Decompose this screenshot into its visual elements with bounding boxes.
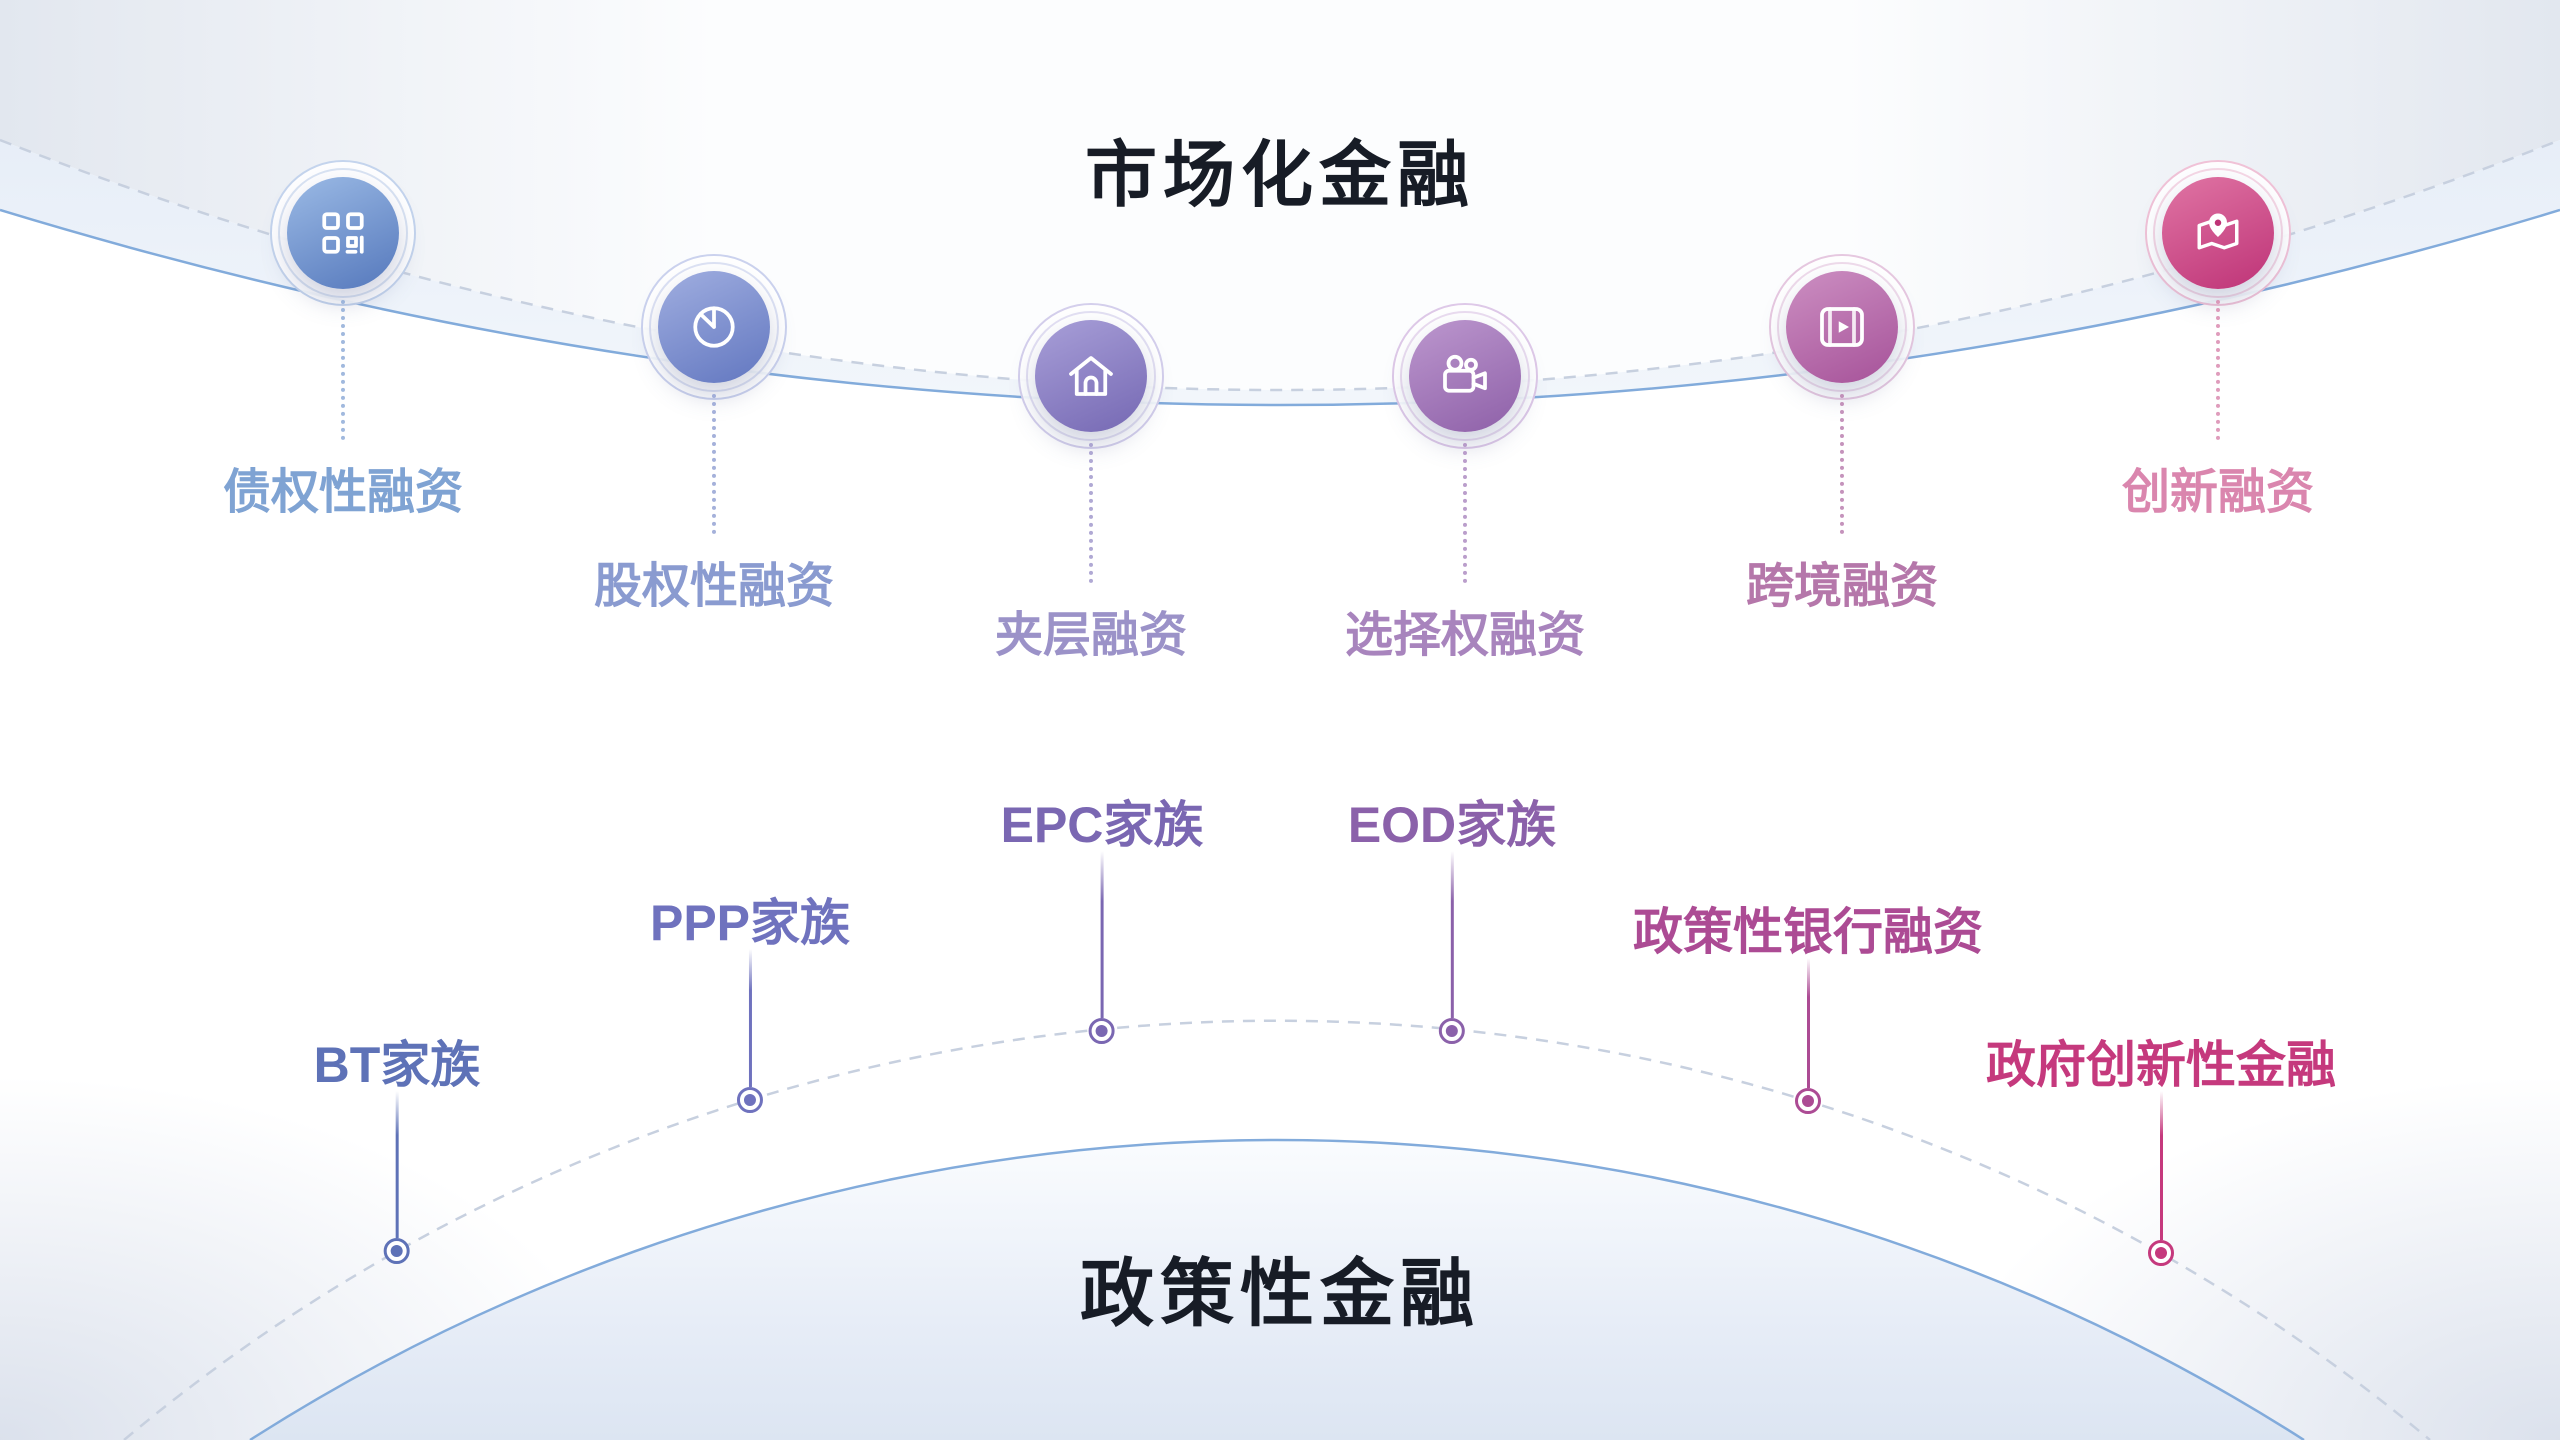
node-dot <box>2148 1240 2174 1266</box>
market-item-label: 选择权融资 <box>1344 609 1586 662</box>
badge-ring <box>1776 262 1907 392</box>
icon-badge <box>1017 303 1164 449</box>
film-play-icon <box>1785 271 1898 383</box>
node-dot <box>1795 1088 1821 1114</box>
node-dot <box>1438 1018 1465 1044</box>
icon-badge <box>640 254 787 400</box>
top-corner-shade <box>0 0 2560 390</box>
bottom-solid-arc <box>249 1138 2305 1440</box>
icon-badge <box>2144 160 2291 306</box>
badge-ring <box>277 168 408 298</box>
connector-line <box>1450 851 1454 1018</box>
market-finance-title: 市场化金融 <box>1084 136 1475 216</box>
node-dot-core <box>744 1094 756 1106</box>
market-item-label: 创新融资 <box>2121 466 2315 519</box>
connector-line <box>2159 1091 2163 1240</box>
badge-ring <box>1399 311 1530 441</box>
icon-badge <box>1768 254 1915 400</box>
policy-item-eod-family: EOD家族 <box>1348 791 1556 1044</box>
dotted-connector <box>1462 443 1467 583</box>
connector-line <box>748 949 752 1087</box>
dotted-connector <box>1088 443 1093 583</box>
market-item-debt-financing: 债权性融资 <box>223 160 463 522</box>
market-item-label: 跨境融资 <box>1745 560 1939 613</box>
map-pin-icon <box>2161 177 2274 289</box>
node-dot-core <box>1802 1095 1814 1107</box>
node-dot <box>737 1087 763 1113</box>
policy-item-label: EOD家族 <box>1347 797 1557 853</box>
market-item-option-financing: 选择权融资 <box>1345 303 1585 665</box>
market-item-label: 夹层融资 <box>994 609 1188 662</box>
policy-item-ppp-family: PPP家族 <box>650 889 850 1113</box>
market-item-innovative-financing: 创新融资 <box>2122 160 2314 522</box>
bottom-dashed-arc <box>123 1019 2431 1440</box>
icon-badge <box>269 160 416 306</box>
connector-line <box>1100 851 1104 1018</box>
pie-chart-icon <box>657 271 770 383</box>
node-dot-core <box>391 1245 403 1257</box>
movie-camera-icon <box>1408 320 1521 432</box>
top-band <box>0 140 2560 405</box>
market-item-cross-border-financing: 跨境融资 <box>1746 254 1938 616</box>
badge-ring <box>1025 311 1156 441</box>
node-dot-core <box>1096 1025 1108 1037</box>
policy-item-epc-family: EPC家族 <box>1000 791 1204 1044</box>
badge-ring <box>2152 168 2283 298</box>
dotted-connector <box>340 300 345 440</box>
connector-line <box>1806 958 1810 1088</box>
policy-item-label: 政策性银行融资 <box>1633 904 1983 960</box>
policy-item-label: BT家族 <box>313 1037 481 1093</box>
node-dot-core <box>1445 1025 1458 1037</box>
badge-ring <box>648 262 779 392</box>
policy-item-label: PPP家族 <box>649 895 851 951</box>
connector-line <box>395 1091 399 1238</box>
market-item-mezzanine-financing: 夹层融资 <box>995 303 1187 665</box>
market-item-label: 债权性融资 <box>222 466 464 519</box>
policy-finance-title: 政策性金融 <box>1080 1252 1480 1335</box>
bottom-bowl <box>250 1140 2304 1440</box>
policy-item-label: EPC家族 <box>1000 797 1204 853</box>
policy-item-label: 政府创新性金融 <box>1986 1037 2336 1093</box>
market-item-label: 股权性融资 <box>593 560 835 613</box>
qr-code-icon <box>286 177 399 289</box>
dotted-connector <box>711 394 716 534</box>
node-dot-core <box>2155 1247 2167 1259</box>
icon-badge <box>1391 303 1538 449</box>
market-item-equity-financing: 股权性融资 <box>594 254 834 616</box>
policy-item-policy-bank-financing: 政策性银行融资 <box>1633 898 1983 1114</box>
dotted-connector <box>1839 394 1844 534</box>
house-icon <box>1034 320 1147 432</box>
policy-item-government-innovative-finance: 政府创新性金融 <box>1986 1031 2336 1266</box>
policy-item-bt-family: BT家族 <box>313 1031 481 1264</box>
node-dot <box>384 1238 410 1264</box>
node-dot <box>1089 1018 1115 1044</box>
dotted-connector <box>2215 300 2220 440</box>
top-solid-arc <box>0 208 2560 407</box>
